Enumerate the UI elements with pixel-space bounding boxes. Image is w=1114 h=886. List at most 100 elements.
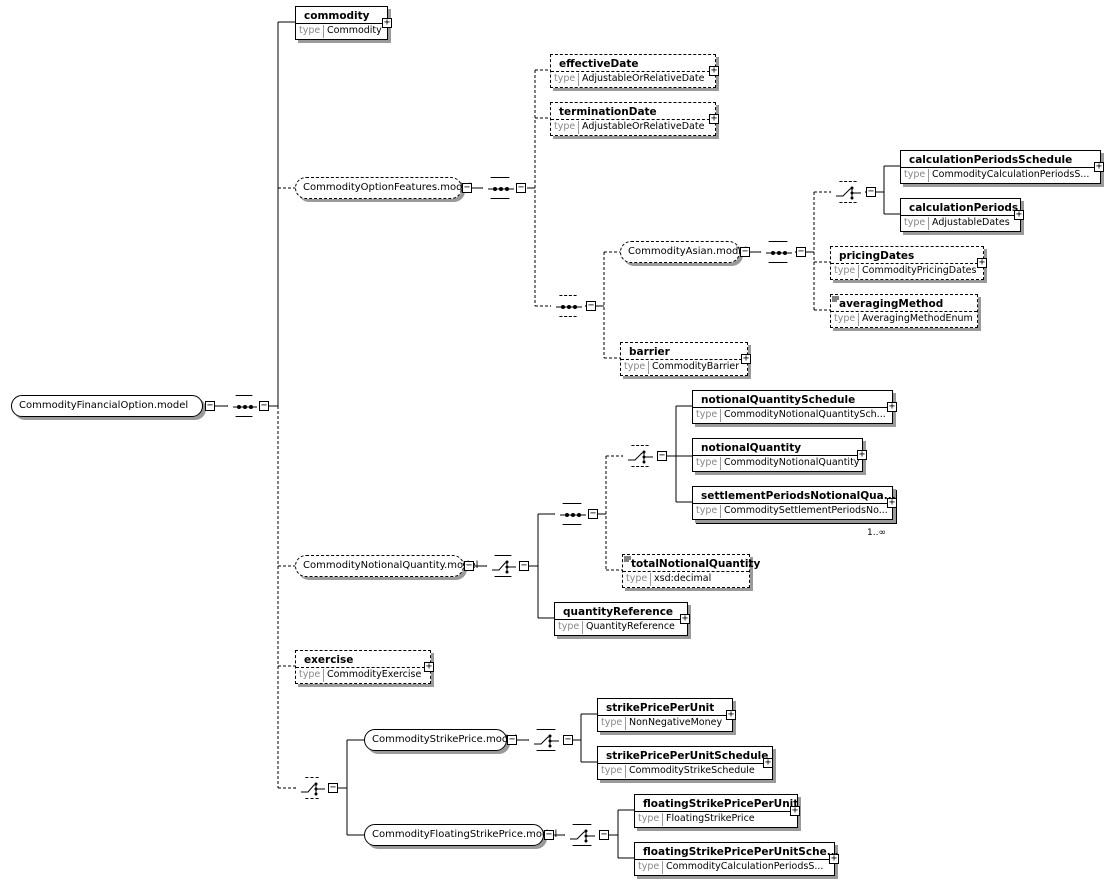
type-key: type bbox=[626, 573, 648, 584]
type-value: AveragingMethodEnum bbox=[858, 313, 973, 326]
plus-box-icon[interactable]: + bbox=[887, 401, 897, 412]
minus-box-icon[interactable]: − bbox=[205, 400, 215, 411]
minus-box-icon[interactable]: − bbox=[586, 300, 596, 311]
plus-box-icon[interactable]: + bbox=[680, 613, 690, 624]
plus-box-icon[interactable]: + bbox=[977, 257, 987, 268]
minus-box-icon[interactable]: − bbox=[462, 182, 472, 193]
element-name: barrier bbox=[629, 346, 670, 358]
group-CommodityNotionalQuantity-model[interactable]: CommodityNotionalQuantity.model bbox=[295, 555, 478, 577]
group-CommodityStrikePrice-model[interactable]: CommodityStrikePrice.model bbox=[364, 729, 517, 751]
element-name: quantityReference bbox=[563, 606, 674, 618]
minus-box-icon[interactable]: − bbox=[328, 782, 338, 793]
group-CommodityFloatingStrikePrice-model[interactable]: CommodityFloatingStrikePrice.model bbox=[364, 824, 557, 846]
plus-box-icon[interactable]: + bbox=[709, 65, 719, 76]
sequence-compositor-optional[interactable] bbox=[550, 295, 586, 317]
group-CommodityAsian-model[interactable]: CommodityAsian.model bbox=[620, 241, 747, 263]
plus-box-icon[interactable]: + bbox=[382, 17, 392, 28]
plus-box-icon[interactable]: + bbox=[829, 853, 839, 864]
choice-compositor-optional[interactable] bbox=[295, 777, 329, 799]
sequence-compositor[interactable] bbox=[227, 395, 261, 417]
choice-compositor-icon bbox=[487, 556, 521, 578]
choice-compositor[interactable] bbox=[528, 729, 564, 751]
root-group-CommodityFinancialOption-model[interactable]: CommodityFinancialOption.model bbox=[11, 395, 203, 417]
type-value: AdjustableOrRelativeDate bbox=[578, 121, 704, 134]
type-key: type bbox=[696, 505, 718, 516]
minus-box-icon[interactable]: − bbox=[516, 182, 526, 193]
plus-box-icon[interactable]: + bbox=[887, 497, 897, 508]
element-name: calculationPeriods bbox=[909, 202, 1019, 214]
choice-compositor-optional[interactable] bbox=[622, 445, 658, 467]
plus-box-icon[interactable]: + bbox=[424, 661, 434, 672]
group-label: CommodityFloatingStrikePrice.model bbox=[372, 829, 558, 840]
element-name: totalNotionalQuantity bbox=[631, 558, 761, 570]
minus-box-icon[interactable]: − bbox=[563, 734, 573, 745]
type-key: type bbox=[601, 717, 623, 728]
type-value: CommodityNotionalQuantitySch... bbox=[720, 409, 886, 422]
group-label: CommodityOptionFeatures.model bbox=[303, 182, 472, 193]
plus-box-icon[interactable]: + bbox=[1094, 161, 1104, 172]
minus-box-icon[interactable]: − bbox=[544, 829, 554, 840]
sequence-compositor[interactable] bbox=[760, 241, 796, 263]
plus-box-icon[interactable]: + bbox=[790, 805, 800, 816]
element-name: effectiveDate bbox=[559, 58, 639, 70]
type-key: type bbox=[904, 217, 926, 228]
plus-box-icon[interactable]: + bbox=[709, 113, 719, 124]
minus-box-icon[interactable]: − bbox=[740, 246, 750, 257]
type-value: NonNegativeMoney bbox=[625, 717, 722, 730]
type-value: QuantityReference bbox=[582, 621, 675, 634]
group-CommodityOptionFeatures-model[interactable]: CommodityOptionFeatures.model bbox=[295, 177, 471, 199]
element-name: averagingMethod bbox=[839, 298, 944, 310]
minus-box-icon[interactable]: − bbox=[796, 246, 806, 257]
minus-box-icon[interactable]: − bbox=[259, 400, 269, 411]
choice-compositor[interactable] bbox=[564, 824, 600, 846]
type-value: CommodityExercise bbox=[323, 669, 421, 682]
minus-box-icon[interactable]: − bbox=[657, 450, 667, 461]
minus-box-icon[interactable]: − bbox=[507, 734, 517, 745]
type-value: AdjustableDates bbox=[928, 217, 1010, 230]
plus-box-icon[interactable]: + bbox=[741, 353, 751, 364]
choice-compositor-optional[interactable] bbox=[830, 181, 866, 203]
plus-box-icon[interactable]: + bbox=[726, 709, 736, 720]
type-value: Commodity bbox=[323, 25, 382, 38]
minus-box-icon[interactable]: − bbox=[519, 560, 529, 571]
minus-box-icon[interactable]: − bbox=[464, 560, 474, 571]
plus-box-icon[interactable]: + bbox=[857, 449, 867, 460]
element-name: notionalQuantity bbox=[701, 442, 802, 454]
choice-compositor-icon bbox=[296, 778, 330, 800]
plus-box-icon[interactable]: + bbox=[1014, 209, 1024, 220]
sequence-compositor-icon bbox=[483, 178, 519, 200]
minus-box-icon[interactable]: − bbox=[588, 508, 598, 519]
minus-box-icon[interactable]: − bbox=[866, 186, 876, 197]
minus-box-icon[interactable]: − bbox=[599, 829, 609, 840]
choice-compositor-icon bbox=[623, 446, 659, 468]
plus-box-icon[interactable]: + bbox=[763, 757, 773, 768]
type-value: AdjustableOrRelativeDate bbox=[578, 73, 704, 86]
type-value: CommoditySettlementPeriodsNo... bbox=[720, 505, 888, 518]
type-value: CommodityStrikeSchedule bbox=[625, 765, 755, 778]
type-value: FloatingStrikePrice bbox=[662, 813, 755, 826]
type-key: type bbox=[696, 457, 718, 468]
